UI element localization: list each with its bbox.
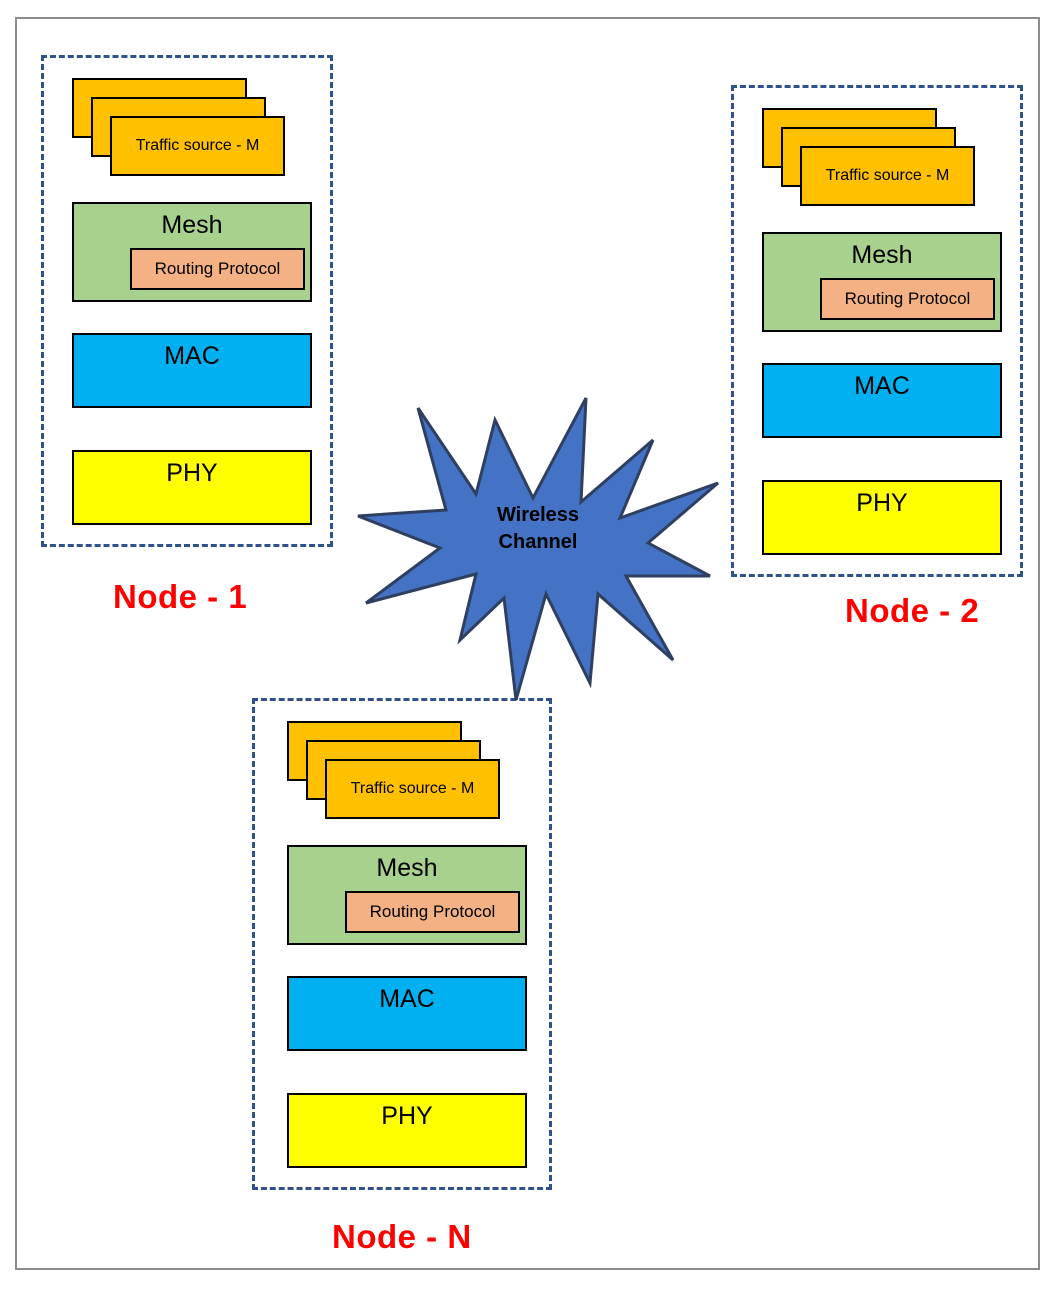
node-2-mac-layer[interactable]: MAC <box>762 363 1002 438</box>
node-n-traffic-source-stack[interactable]: Traffic source - M <box>287 721 527 836</box>
wireless-channel-star-icon <box>357 397 719 701</box>
node-2-container[interactable]: Traffic source - M Mesh Routing Protocol… <box>731 85 1023 577</box>
outer-frame <box>15 17 1040 1270</box>
node-n-mac-layer[interactable]: MAC <box>287 976 527 1051</box>
wireless-channel-burst[interactable]: Wireless Channel <box>357 397 719 703</box>
traffic-source-card-front[interactable]: Traffic source - M <box>325 759 500 819</box>
node-2-phy-label: PHY <box>856 489 908 517</box>
node-n-label: Node - N <box>332 1218 472 1255</box>
node-1-label: Node - 1 <box>113 578 248 615</box>
node-n-container[interactable]: Traffic source - M Mesh Routing Protocol… <box>252 698 552 1190</box>
node-2-mesh-layer[interactable]: Mesh Routing Protocol <box>762 232 1002 332</box>
node-1-phy-layer[interactable]: PHY <box>72 450 312 525</box>
node-1-traffic-source-stack[interactable]: Traffic source - M <box>72 78 312 193</box>
node-n-phy-layer[interactable]: PHY <box>287 1093 527 1168</box>
node-n-routing-protocol-box[interactable]: Routing Protocol <box>345 891 520 933</box>
traffic-source-label: Traffic source - M <box>135 137 260 154</box>
traffic-source-card-front[interactable]: Traffic source - M <box>800 146 975 206</box>
node-2-mesh-label: Mesh <box>851 241 913 269</box>
node-1-routing-protocol-box[interactable]: Routing Protocol <box>130 248 305 290</box>
node-n-mesh-layer[interactable]: Mesh Routing Protocol <box>287 845 527 945</box>
node-1-mac-layer[interactable]: MAC <box>72 333 312 408</box>
node-2-routing-protocol-box[interactable]: Routing Protocol <box>820 278 995 320</box>
node-2-label: Node - 2 <box>845 592 980 629</box>
node-n-mac-label: MAC <box>379 985 435 1013</box>
node-1-mac-label: MAC <box>164 342 220 370</box>
traffic-source-card-front[interactable]: Traffic source - M <box>110 116 285 176</box>
node-n-phy-label: PHY <box>381 1102 433 1130</box>
node-1-mesh-layer[interactable]: Mesh Routing Protocol <box>72 202 312 302</box>
node-n-mesh-label: Mesh <box>376 854 438 882</box>
node-2-routing-protocol-label: Routing Protocol <box>844 289 971 308</box>
node-2-mac-label: MAC <box>854 372 910 400</box>
traffic-source-label: Traffic source - M <box>350 780 475 797</box>
node-1-phy-label: PHY <box>166 459 218 487</box>
node-2-phy-layer[interactable]: PHY <box>762 480 1002 555</box>
node-1-routing-protocol-label: Routing Protocol <box>154 259 281 278</box>
node-2-traffic-source-stack[interactable]: Traffic source - M <box>762 108 1002 223</box>
node-1-container[interactable]: Traffic source - M Mesh Routing Protocol… <box>41 55 333 547</box>
node-1-mesh-label: Mesh <box>161 211 223 239</box>
traffic-source-label: Traffic source - M <box>825 167 950 184</box>
node-n-routing-protocol-label: Routing Protocol <box>369 902 496 921</box>
